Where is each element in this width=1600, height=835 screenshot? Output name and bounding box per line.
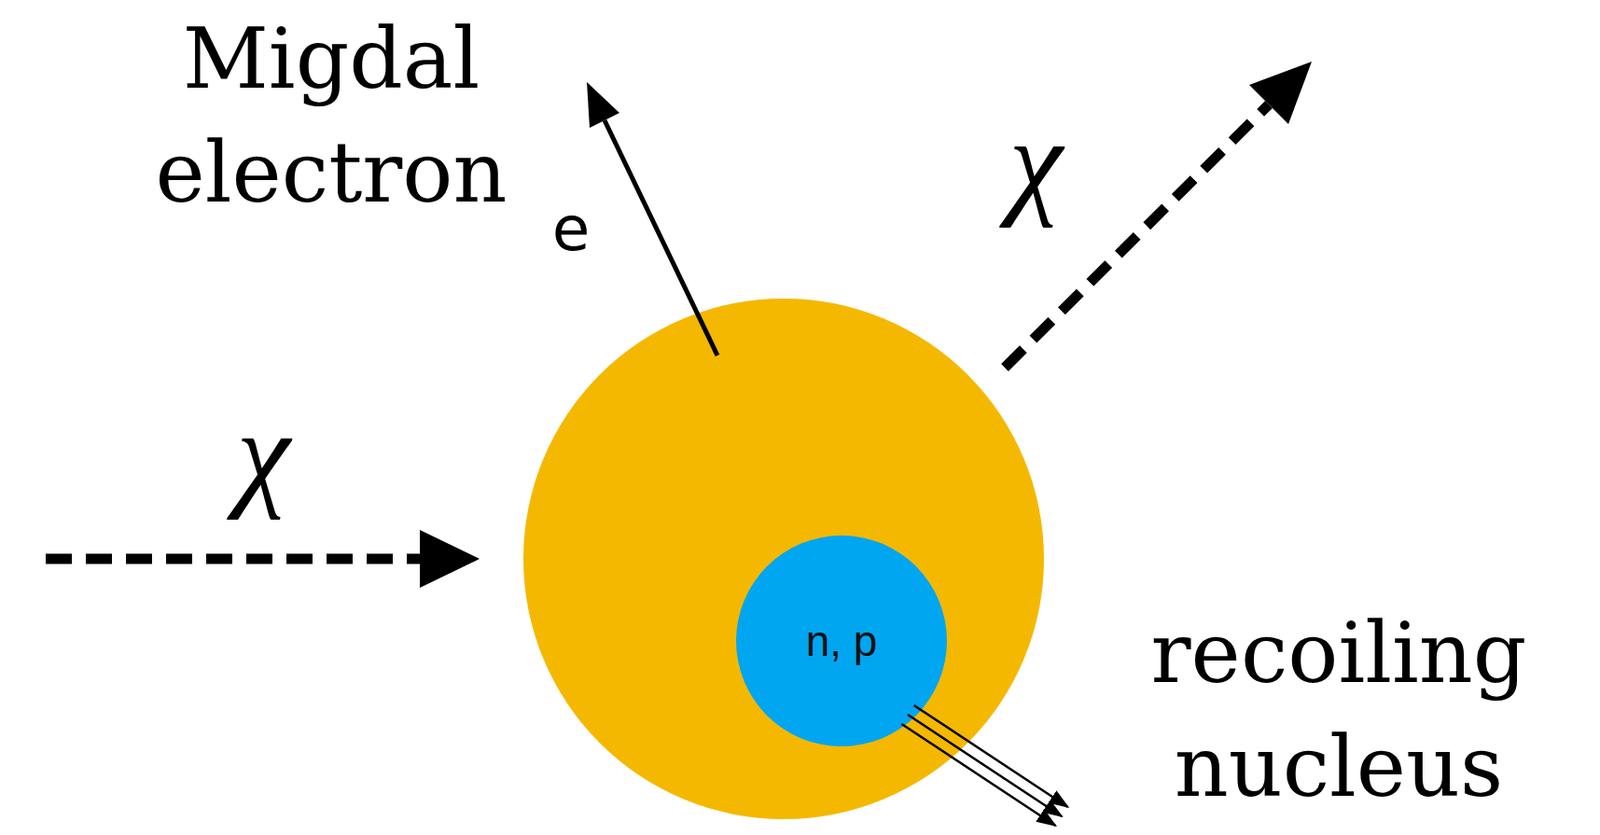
particle-symbol: χ	[197, 391, 329, 514]
electron-track	[604, 120, 718, 356]
electron-cloud	[523, 298, 1044, 820]
process-label: recoiling nucleus	[1114, 596, 1563, 823]
recoil-arrow	[901, 723, 1056, 826]
arrowhead	[419, 529, 480, 588]
particle-symbol: e	[533, 198, 609, 261]
arrowhead	[586, 82, 620, 128]
nucleus-label: n, p	[806, 615, 878, 667]
process-label: Migdal electron	[107, 1, 556, 229]
particle-symbol: χ	[970, 99, 1101, 222]
recoil-arrow	[907, 714, 1062, 817]
incoming-particle-line	[45, 554, 425, 565]
arrowhead	[1249, 61, 1312, 125]
nucleus-fill	[736, 535, 947, 747]
nucleus-circle: n, p	[736, 535, 947, 747]
recoil-arrow	[914, 705, 1069, 807]
